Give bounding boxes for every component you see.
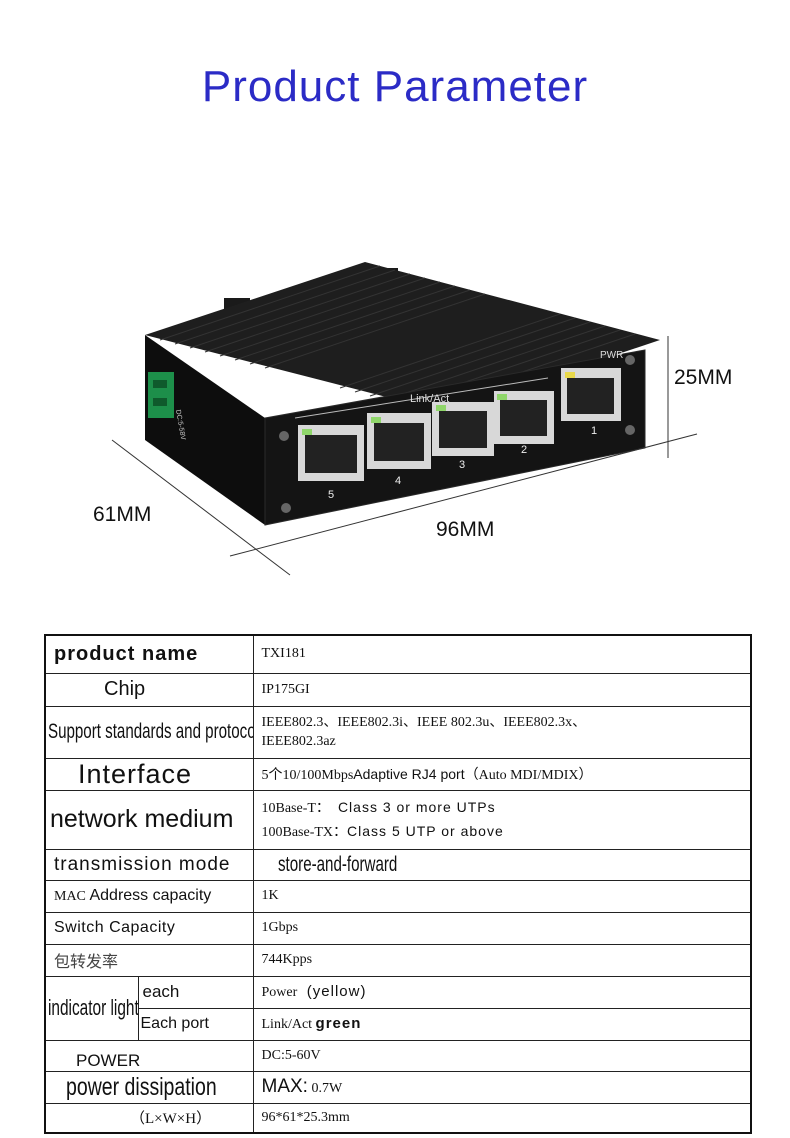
table-row: transmission mode store-and-forward [44, 848, 752, 881]
param-value-part: Class 3 or more UTPs [337, 798, 496, 815]
param-value: 744Kpps [252, 943, 752, 977]
port-number: 5 [328, 489, 334, 501]
table-row: Each port Link/Act green [45, 1007, 752, 1041]
param-value: 1K [252, 879, 752, 913]
param-value-part: (yellow) [306, 983, 367, 1000]
page-title: Product Parameter [201, 62, 589, 111]
param-value-part: 10Base-T： [261, 800, 330, 816]
param-value: store-and-forward [252, 848, 752, 881]
port-number: 3 [459, 459, 465, 471]
param-key: MAC Address capacity [44, 879, 254, 913]
param-value-part: 5个10/100Mbps [261, 768, 354, 783]
param-value-part: Adaptive RJ4 port [353, 766, 465, 782]
param-subkey: each [137, 975, 254, 1009]
rj45-port [298, 425, 364, 481]
param-key-part: Address capacity [89, 887, 212, 904]
param-value-part: 100Base-TX： [261, 824, 348, 840]
param-value-part: MAX: [261, 1076, 308, 1097]
rj45-port [367, 413, 431, 469]
table-row: （L×W×H） 96*61*25.3mm [44, 1102, 752, 1134]
rj45-port [561, 368, 621, 421]
param-key-part: MAC [54, 889, 86, 904]
param-key: indicator light [44, 975, 139, 1041]
table-row: product name TXI181 [44, 634, 752, 674]
param-key-text: Support standards and protocols [48, 720, 253, 743]
param-value-part: green [315, 1015, 362, 1032]
param-value-line: IEEE802.3、IEEE802.3i、IEEE 802.3u、IEEE802… [261, 715, 587, 730]
param-value-line: 10Base-T： Class 3 or more UTPs [262, 796, 743, 820]
param-value: 1Gbps [252, 911, 752, 945]
param-key: POWER [44, 1039, 254, 1072]
port-number: 2 [521, 444, 527, 456]
param-value: Power (yellow) [252, 975, 752, 1009]
param-key-text: indicator light [48, 995, 138, 1020]
param-key-text: power dissipation [66, 1072, 217, 1101]
param-value-part: Class 5 UTP or above [347, 822, 504, 839]
param-value: TXI181 [252, 634, 752, 674]
param-key: product name [44, 634, 254, 674]
table-row: Switch Capacity 1Gbps [44, 911, 752, 945]
left-side [145, 335, 265, 525]
terminal-block [148, 372, 174, 418]
param-key: Chip [44, 672, 254, 707]
param-key: （L×W×H） [44, 1102, 254, 1134]
param-key: Switch Capacity [44, 911, 254, 945]
depth-dimension: 61MM [93, 503, 152, 526]
parameter-table: product name TXI181 Chip IP175GI Support… [44, 634, 752, 1134]
param-key: network medium [44, 789, 254, 850]
param-value: IP175GI [252, 672, 752, 707]
table-row: network medium 10Base-T： Class 3 or more … [44, 789, 752, 850]
dimension-lines [111, 336, 698, 576]
param-value-line: IEEE802.3az [261, 734, 336, 749]
table-row: Interface 5个10/100MbpsAdaptive RJ4 port（… [44, 757, 752, 791]
height-dimension: 25MM [674, 366, 733, 389]
width-dimension: 96MM [436, 518, 495, 541]
port-number: 1 [591, 425, 597, 437]
param-key: Interface [44, 757, 254, 791]
param-subkey: Each port [137, 1007, 254, 1041]
param-key: power dissipation [44, 1070, 254, 1104]
param-value-part: Power [261, 985, 298, 1000]
table-row: 包转发率 744Kpps [44, 943, 752, 977]
table-row: Support standards and protocols IEEE802.… [44, 705, 752, 759]
pwr-label: PWR [600, 350, 623, 361]
param-value: 96*61*25.3mm [252, 1102, 752, 1134]
param-key: 包转发率 [44, 943, 254, 977]
port-number: 4 [395, 475, 401, 487]
param-value-text: store-and-forward [277, 852, 397, 876]
param-value: 10Base-T： Class 3 or more UTPs 100Base-TX… [252, 789, 752, 850]
param-value: IEEE802.3、IEEE802.3i、IEEE 802.3u、IEEE802… [252, 705, 752, 759]
param-value: DC:5-60V [252, 1039, 752, 1072]
table-row: POWER DC:5-60V [44, 1039, 752, 1072]
param-value: MAX: 0.7W [252, 1070, 752, 1104]
rj45-port [432, 402, 494, 456]
table-row: MAC Address capacity 1K [44, 879, 752, 913]
param-value: 5个10/100MbpsAdaptive RJ4 port（Auto MDI/M… [252, 757, 752, 791]
table-row: power dissipation MAX: 0.7W [44, 1070, 752, 1104]
param-key: Support standards and protocols [44, 705, 254, 759]
param-value-part: 0.7W [311, 1081, 343, 1096]
param-key: transmission mode [44, 848, 254, 881]
switch-device-illustration: DC:5-58V Link/Act PWR 5 4 3 2 1 [111, 262, 698, 576]
table-row: indicator light each Power (yellow) [44, 975, 752, 1041]
param-value-part: （Auto MDI/MDIX） [464, 768, 593, 783]
param-value-line: 100Base-TX：Class 5 UTP or above [262, 820, 743, 844]
rj45-port [494, 391, 554, 444]
param-value-part: Link/Act [261, 1017, 313, 1032]
table-row: Chip IP175GI [44, 672, 752, 707]
param-value: Link/Act green [252, 1007, 752, 1041]
